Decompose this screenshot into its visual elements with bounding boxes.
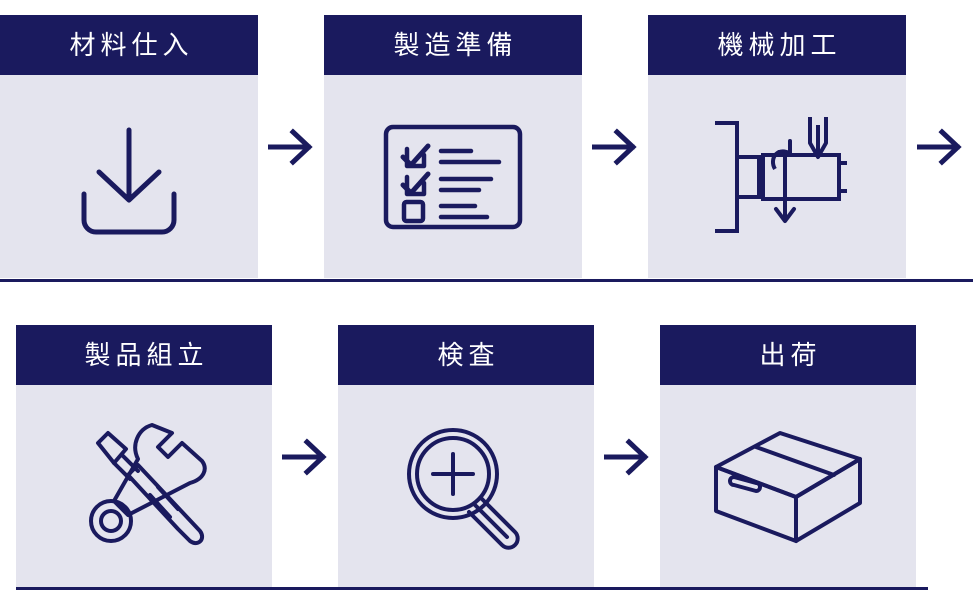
arrow-right-icon <box>268 127 313 166</box>
step-title-shipping: 出荷 <box>759 340 822 370</box>
checklist-icon <box>383 124 523 229</box>
step-title-material-procurement: 材料仕入 <box>69 30 194 60</box>
step-body-shipping <box>660 385 916 588</box>
arrow-right-icon <box>916 127 962 166</box>
connector-arrow-2 <box>582 15 648 278</box>
connector-arrow-5 <box>594 325 660 588</box>
step-header-machining: 機械加工 <box>648 15 906 75</box>
connector-arrow-4 <box>272 325 338 588</box>
process-row-2: 製品組立 <box>16 325 928 590</box>
connector-arrow-1 <box>258 15 324 278</box>
step-card-material-procurement[interactable]: 材料仕入 <box>0 15 258 278</box>
step-header-material-procurement: 材料仕入 <box>0 15 258 75</box>
connector-arrow-3 <box>906 15 973 278</box>
step-body-material-procurement <box>0 75 258 278</box>
arrow-right-icon <box>604 437 649 476</box>
step-title-production-preparation: 製造準備 <box>393 30 518 60</box>
arrow-right-icon <box>592 127 637 166</box>
step-header-production-preparation: 製造準備 <box>324 15 582 75</box>
wrench-screwdriver-icon <box>89 422 207 545</box>
row-2-baseline <box>16 587 928 590</box>
step-card-machining[interactable]: 機械加工 <box>648 15 906 278</box>
step-title-product-assembly: 製品組立 <box>84 340 209 370</box>
download-into-tray-icon <box>81 127 177 234</box>
step-header-product-assembly: 製品組立 <box>16 325 272 385</box>
shipping-box-icon <box>714 430 862 543</box>
step-body-machining <box>648 75 906 278</box>
process-row-1: 材料仕入 <box>0 15 973 282</box>
step-card-shipping[interactable]: 出荷 <box>660 325 916 588</box>
step-body-production-preparation <box>324 75 582 278</box>
step-card-product-assembly[interactable]: 製品組立 <box>16 325 272 588</box>
step-card-production-preparation[interactable]: 製造準備 <box>324 15 582 278</box>
step-title-inspection: 検査 <box>437 340 500 370</box>
lathe-machining-icon <box>715 116 847 233</box>
step-body-product-assembly <box>16 385 272 588</box>
step-title-machining: 機械加工 <box>717 30 842 60</box>
row-1-baseline <box>0 279 973 282</box>
arrow-right-icon <box>282 437 327 476</box>
step-card-inspection[interactable]: 検査 <box>338 325 594 588</box>
magnifier-plus-icon <box>407 427 520 550</box>
step-body-inspection <box>338 385 594 588</box>
step-header-shipping: 出荷 <box>660 325 916 385</box>
step-header-inspection: 検査 <box>338 325 594 385</box>
